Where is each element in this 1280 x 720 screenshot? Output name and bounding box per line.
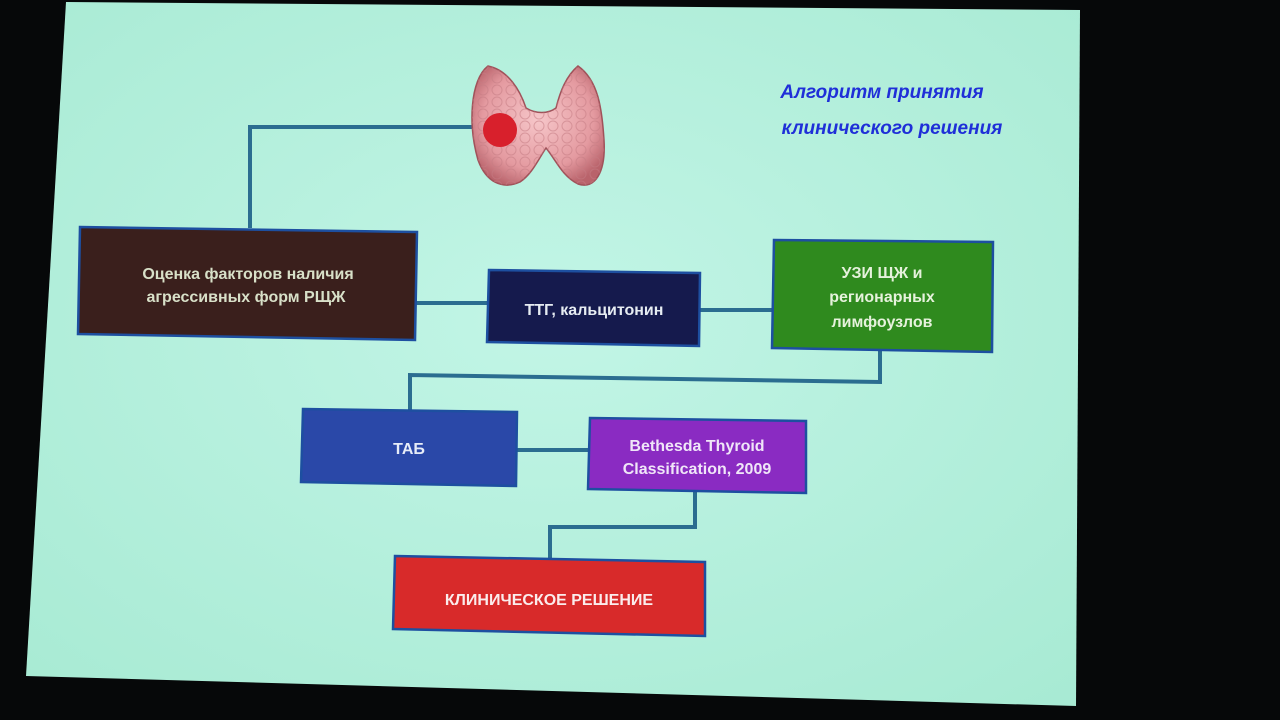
- box-bethesda-line2: Classification, 2009: [623, 461, 772, 478]
- thyroid-gland-icon: [471, 65, 605, 186]
- box-ttg: ТТГ, кальцитонин: [485, 268, 702, 348]
- box-bethesda: Bethesda Thyroid Classification, 2009: [586, 416, 808, 495]
- box-ttg-line1: ТТГ, кальцитонин: [525, 302, 664, 319]
- nodule-icon: [483, 113, 517, 147]
- box-fnab-line1: ТАБ: [393, 441, 425, 458]
- box-decision: КЛИНИЧЕСКОЕ РЕШЕНИЕ: [391, 554, 707, 638]
- box-fnab: ТАБ: [299, 407, 519, 488]
- box-ultrasound-line2: регионарных: [829, 289, 935, 306]
- box-risk-factors-line1: Оценка факторов наличия: [142, 266, 353, 283]
- box-ultrasound: УЗИ ЩЖ и регионарных лимфоузлов: [770, 238, 995, 354]
- connector-gland-to-risk: [248, 125, 490, 228]
- slide-background: [26, 2, 1080, 706]
- box-risk-factors-line2: агрессивных форм РЩЖ: [146, 289, 346, 306]
- connector-bethesda-to-decision: [548, 489, 697, 558]
- slide-title-line1: Алгоритм принятия: [779, 82, 983, 103]
- connectors: [248, 125, 882, 558]
- box-bethesda-line1: Bethesda Thyroid: [629, 438, 764, 455]
- slide-title-line2: клинического решения: [782, 118, 1003, 139]
- connector-ultrasound-to-fnab: [408, 349, 882, 410]
- box-decision-line1: КЛИНИЧЕСКОЕ РЕШЕНИЕ: [445, 592, 653, 609]
- box-risk-factors: Оценка факторов наличия агрессивных форм…: [76, 225, 419, 342]
- box-ultrasound-line3: лимфоузлов: [832, 314, 933, 331]
- box-ultrasound-line1: УЗИ ЩЖ и: [842, 265, 923, 282]
